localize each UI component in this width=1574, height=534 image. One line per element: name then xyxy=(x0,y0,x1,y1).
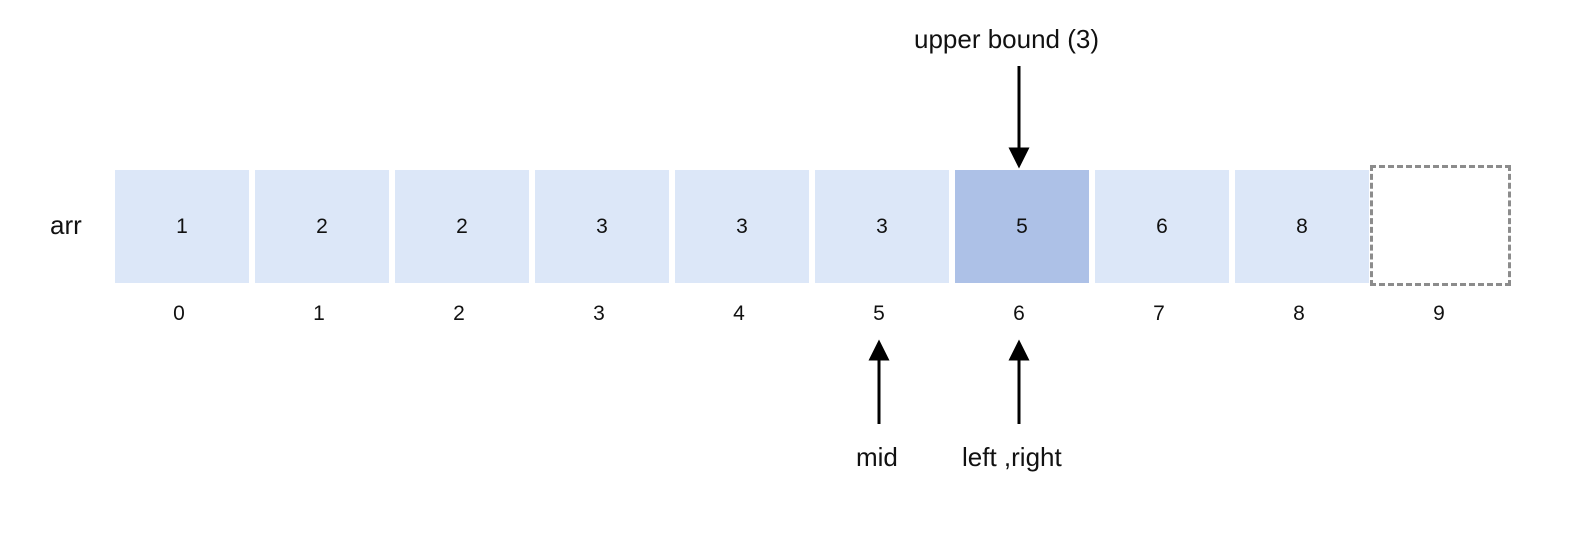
upper-bound-label: upper bound (3) xyxy=(914,24,1100,54)
array-cell-5: 3 xyxy=(815,170,949,283)
array-index-4: 4 xyxy=(733,302,745,325)
array-name-label: arr xyxy=(50,210,82,240)
array-cell-6: 5 xyxy=(955,170,1089,283)
array-cell-7: 6 xyxy=(1095,170,1229,283)
array-cell-8: 8 xyxy=(1235,170,1369,283)
array-index-0: 0 xyxy=(173,302,185,325)
array-index-7: 7 xyxy=(1153,302,1165,325)
array-cell-9 xyxy=(1370,165,1511,286)
mid-label: mid xyxy=(856,442,898,472)
array-cell-2: 2 xyxy=(395,170,529,283)
array-index-8: 8 xyxy=(1293,302,1305,325)
array-index-5: 5 xyxy=(873,302,885,325)
array-index-1: 1 xyxy=(313,302,325,325)
array-cell-3: 3 xyxy=(535,170,669,283)
array-cell-0: 1 xyxy=(115,170,249,283)
array-index-2: 2 xyxy=(453,302,465,325)
array-index-6: 6 xyxy=(1013,302,1025,325)
array-index-9: 9 xyxy=(1433,302,1445,325)
left-right-label: left ,right xyxy=(962,442,1062,472)
array-index-3: 3 xyxy=(593,302,605,325)
array-cell-1: 2 xyxy=(255,170,389,283)
array-cell-4: 3 xyxy=(675,170,809,283)
